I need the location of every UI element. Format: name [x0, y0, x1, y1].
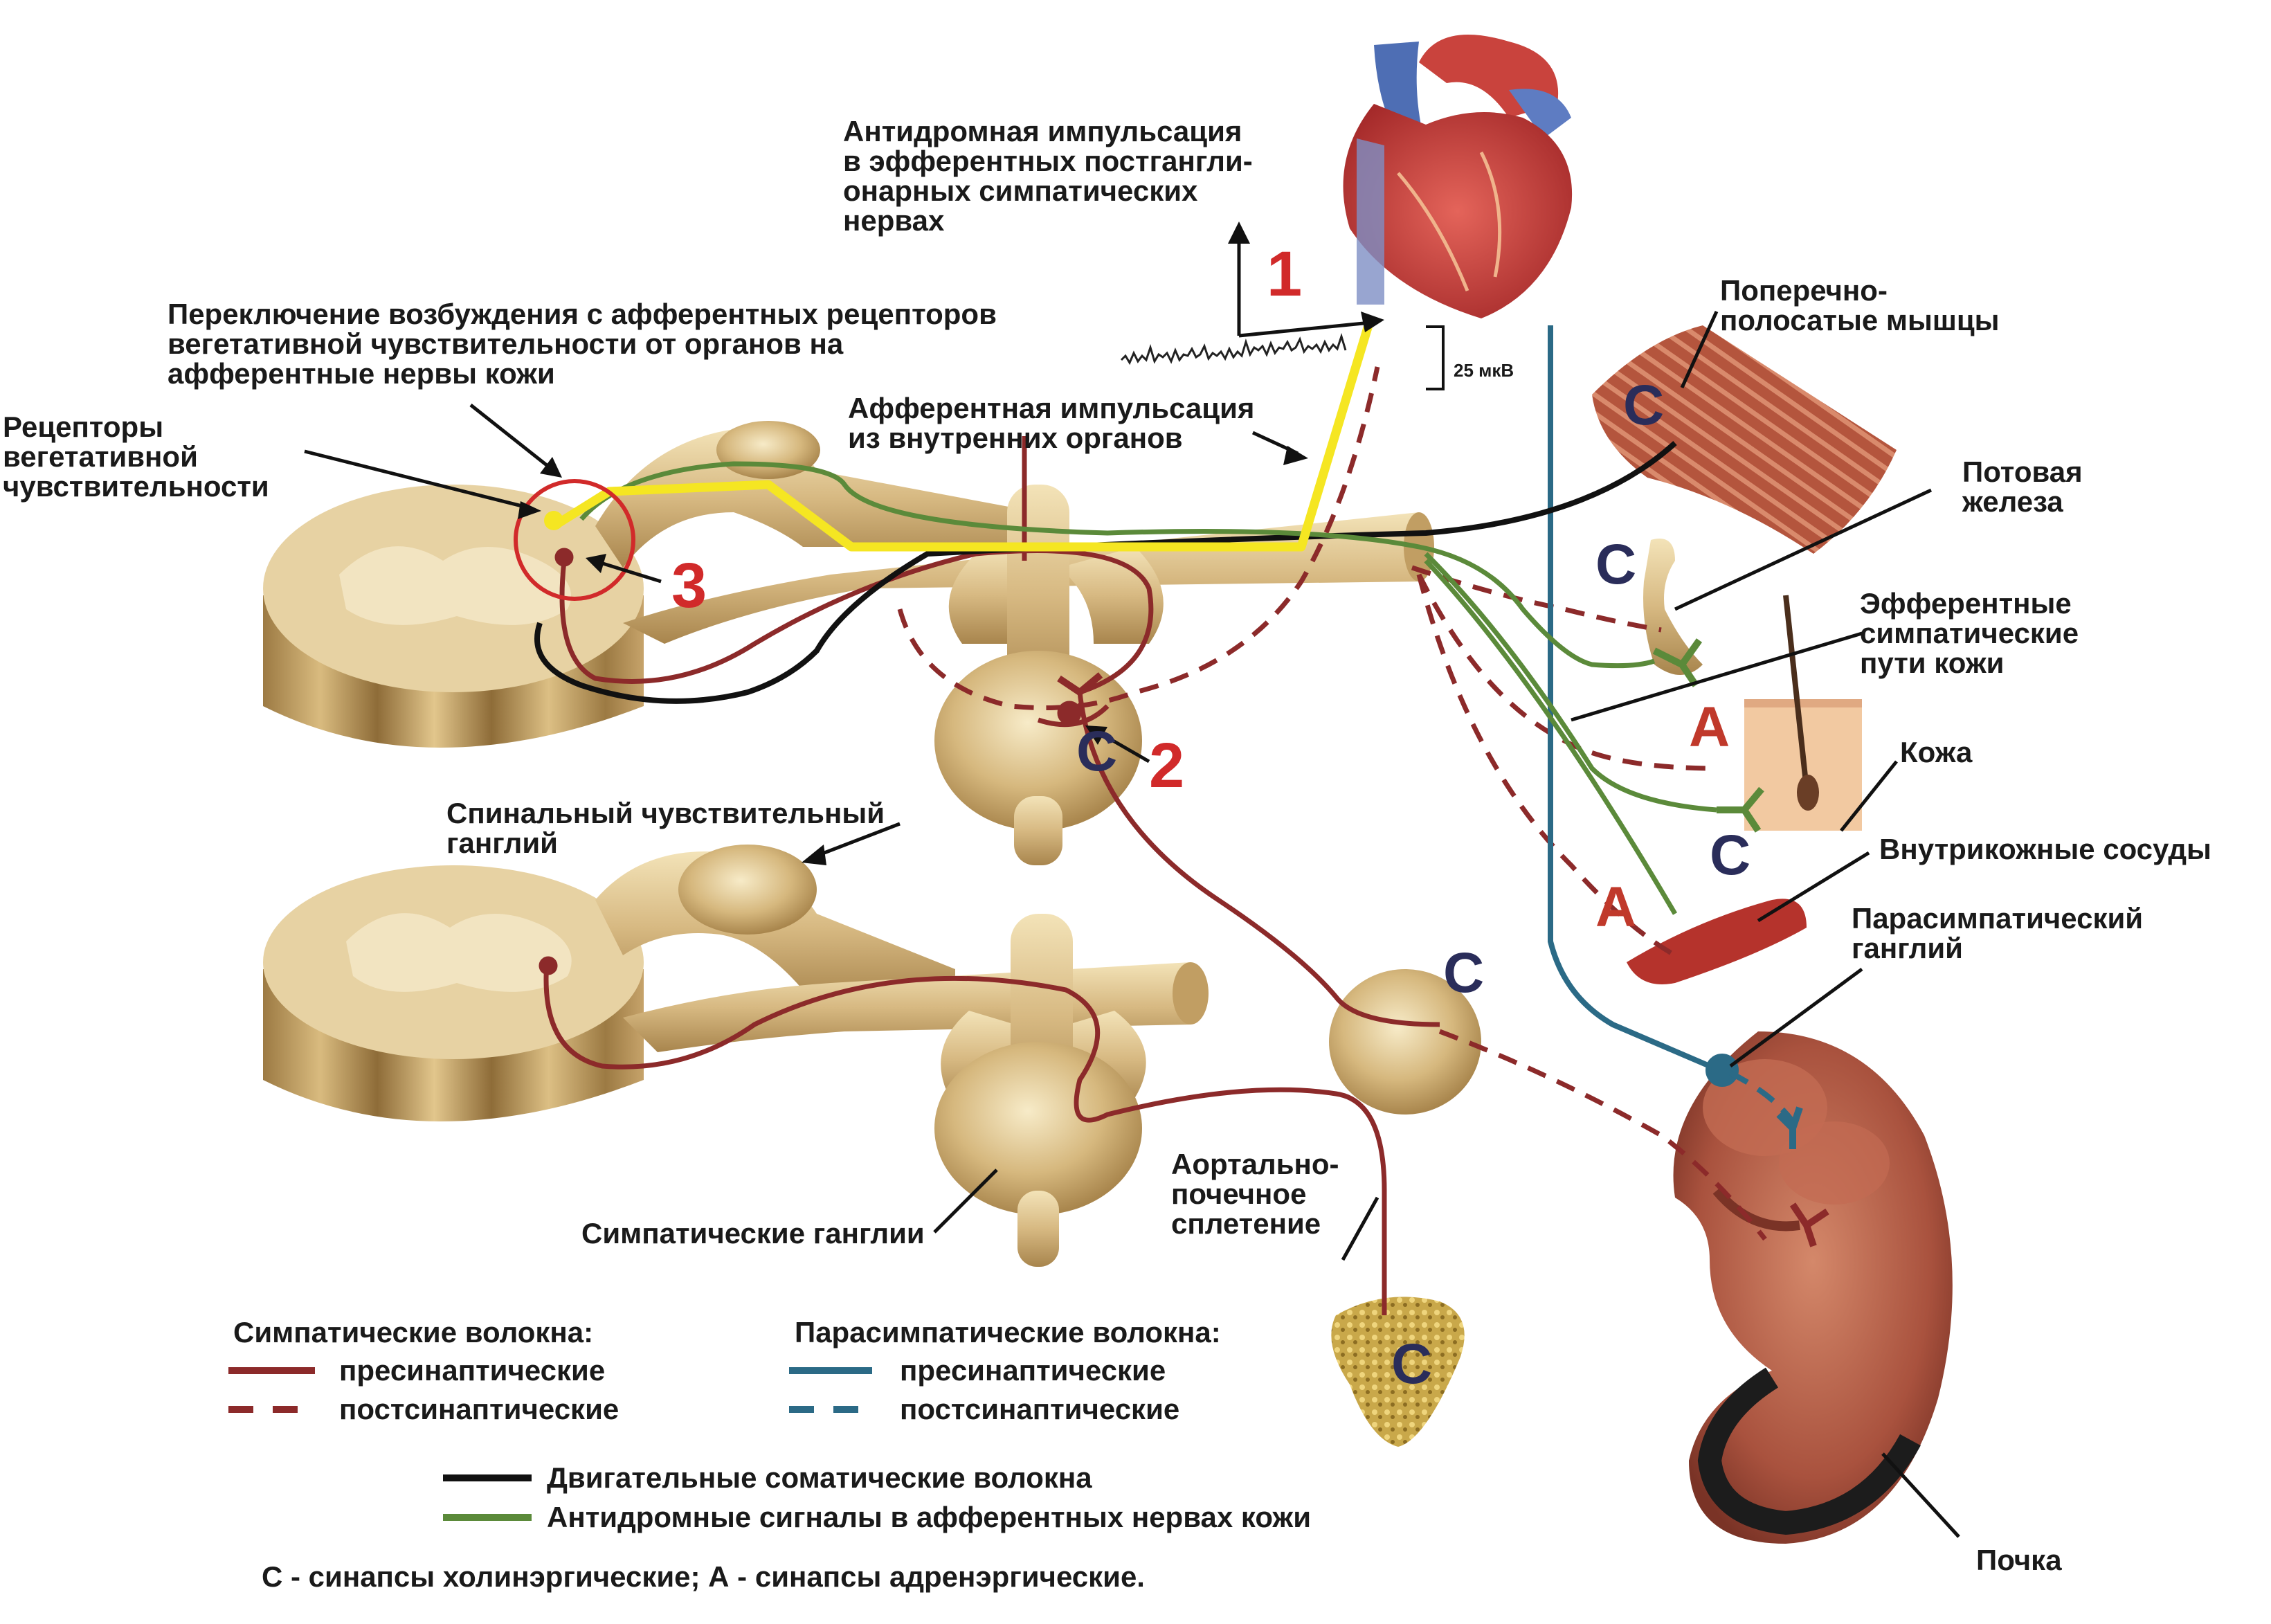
sympathetic-ganglion-upper	[934, 651, 1142, 831]
marker-2: 2	[1149, 730, 1185, 801]
label-kidney: Почка	[1976, 1544, 2062, 1576]
synapse-c-effector: C	[1391, 1333, 1433, 1396]
arrow-heads	[518, 222, 1384, 865]
dorsal-root-lower	[595, 845, 955, 1004]
sympathetic-postsynaptic-fibers	[897, 366, 1767, 1241]
synapse-c-skin: C	[1710, 824, 1751, 887]
label-switching: Переключение возбуждения с афферентных р…	[168, 298, 997, 390]
synapse-c-sweat: C	[1595, 533, 1637, 596]
impulse-trace	[1120, 325, 1445, 390]
skeletal-muscle	[1592, 325, 1897, 554]
parasympathetic-fibers	[1548, 325, 1739, 1087]
aortic-renal-plexus	[1329, 969, 1481, 1115]
synapse-c-plexus: C	[1443, 941, 1485, 1004]
sympathetic-fibers	[539, 436, 1440, 1315]
afferent-impulse-pathway	[551, 317, 1375, 552]
synapse-c-muscle: C	[1623, 374, 1665, 437]
label-sympathetic-ganglia: Симпатические ганглии	[581, 1217, 925, 1249]
sympathetic-ganglion-lower	[934, 1042, 1142, 1215]
legend-para-presynaptic: пресинаптические	[900, 1354, 1166, 1387]
legend-swatches	[228, 1367, 872, 1521]
synapse-a-vessel: A	[1595, 876, 1637, 939]
motor-fibers	[534, 441, 1677, 704]
legend-antidromic-skin: Антидромные сигналы в афферентных нервах…	[547, 1501, 1312, 1533]
synapse-junctions	[1057, 638, 1829, 1247]
marker-1: 1	[1267, 239, 1303, 309]
legend-sympathetic-title: Симпатические волокна:	[233, 1316, 594, 1348]
heart	[1343, 35, 1573, 318]
sweat-gland	[1643, 539, 1703, 675]
antidromic-skin-fibers	[579, 461, 1717, 915]
spinal-nerve-upper	[623, 485, 1434, 865]
spinal-cord-lower	[263, 865, 644, 1121]
legend-para-postsynaptic: постсинаптические	[900, 1393, 1180, 1425]
parasympathetic-postsynaptic-fibers	[1729, 1070, 1795, 1124]
pointer-lines	[304, 232, 1960, 1538]
label-intradermal-vessels: Внутрикожные сосуды	[1879, 833, 2211, 865]
legend-motor-fibers: Двигательные соматические волокна	[547, 1461, 1092, 1494]
receptor-dot	[544, 511, 563, 530]
synapse-a-skin: A	[1689, 696, 1730, 759]
scale-label: 25 мкВ	[1454, 360, 1514, 381]
synapse-c-ganglion: C	[1076, 720, 1118, 783]
spinal-nerve-lower	[623, 914, 1209, 1267]
effector-organ	[1331, 1297, 1465, 1447]
legend-sym-postsynaptic: постсинаптические	[339, 1393, 619, 1425]
label-skeletal-muscle: Поперечно-полосатые мышцы	[1720, 274, 2000, 336]
label-skin: Кожа	[1900, 736, 1973, 768]
legend-sym-presynaptic: пресинаптические	[339, 1354, 606, 1387]
skin-tissue	[1744, 595, 1862, 831]
intradermal-vessel	[1627, 899, 1807, 984]
receptor-highlight-circle	[514, 479, 635, 601]
legend-synapse-note: С - синапсы холинэргические; А - синапсы…	[262, 1560, 1145, 1593]
kidney	[1673, 1031, 1953, 1544]
marker-3: 3	[671, 550, 707, 621]
legend-parasympathetic-title: Парасимпатические волокна:	[795, 1316, 1221, 1348]
spinal-cord-upper	[263, 485, 644, 748]
